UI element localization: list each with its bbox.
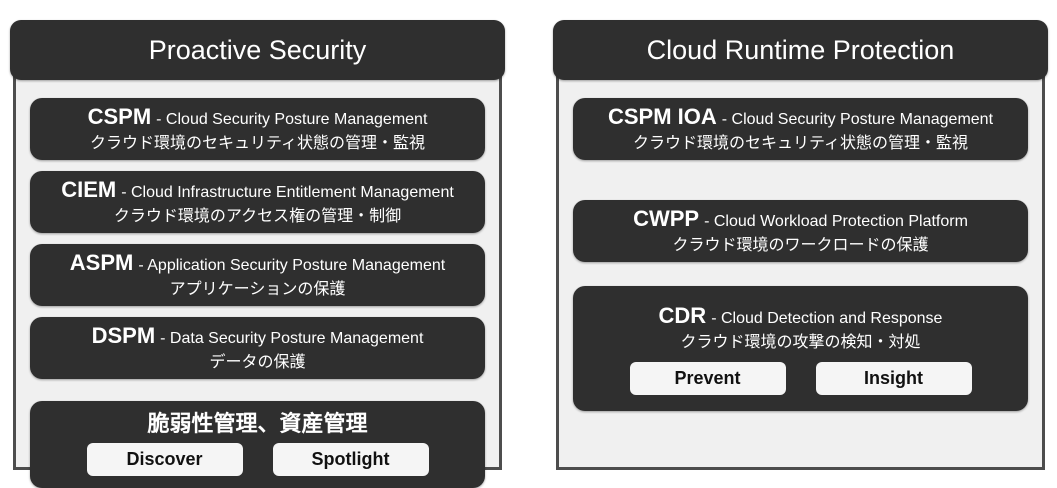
ciem-box: CIEM- Cloud Infrastructure Entitlement M… [30,171,485,233]
box-description: - Application Security Posture Managemen… [138,257,446,274]
box-subtitle-jp: クラウド環境のワークロードの保護 [672,237,929,254]
proactive-security-body: CSPM- Cloud Security Posture Management … [13,70,502,488]
box-description: - Cloud Workload Protection Platform [704,213,968,230]
cdr-box: CDR- Cloud Detection and Response クラウド環境… [573,286,1028,411]
cloud-runtime-protection-header: Cloud Runtime Protection [553,20,1048,80]
box-title-line: CIEM- Cloud Infrastructure Entitlement M… [38,176,477,206]
box-acronym: CWPP [633,206,700,231]
box-subtitle-jp: クラウド環境のセキュリティ状態の管理・監視 [89,135,426,152]
box-acronym: CIEM [61,177,117,202]
cspm-box: CSPM- Cloud Security Posture Management … [30,98,485,160]
box-description: - Cloud Security Posture Management [156,111,428,128]
box-acronym: CSPM [87,104,152,129]
cwpp-box: CWPP- Cloud Workload Protection Platform… [573,200,1028,262]
insight-chip: Insight [815,362,972,395]
box-subtitle-jp: クラウド環境のセキュリティ状態の管理・監視 [632,135,969,152]
panel-title: Proactive Security [148,34,367,65]
box-subtitle-jp: クラウド環境のアクセス権の管理・制御 [113,208,402,225]
box-subtitle-jp: データの保護 [209,354,306,371]
box-acronym: DSPM [91,323,156,348]
box-title-line: CWPP- Cloud Workload Protection Platform [581,205,1020,235]
cloud-runtime-protection-body: CSPM IOA- Cloud Security Posture Managem… [556,70,1045,470]
discover-chip: Discover [86,443,243,476]
spotlight-chip: Spotlight [272,443,429,476]
panel-title: Cloud Runtime Protection [646,34,955,65]
vuln-box-title-jp: 脆弱性管理、資産管理 [147,411,368,436]
proactive-security-panel: Proactive Security CSPM- Cloud Security … [10,20,505,488]
box-acronym: CSPM IOA [607,104,717,129]
box-title-line: CDR- Cloud Detection and Response [581,302,1020,332]
box-subtitle-jp: クラウド環境の攻撃の検知・対処 [680,334,921,351]
cspm-ioa-box: CSPM IOA- Cloud Security Posture Managem… [573,98,1028,160]
box-title-line: DSPM- Data Security Posture Management [38,322,477,352]
product-chip-row: Discover Spotlight [38,443,477,476]
prevent-chip: Prevent [629,362,786,395]
box-title-line: ASPM- Application Security Posture Manag… [38,249,477,279]
vulnerability-asset-management-box: 脆弱性管理、資産管理 Discover Spotlight [30,401,485,488]
box-description: - Data Security Posture Management [160,330,424,347]
box-description: - Cloud Detection and Response [711,310,943,327]
cloud-runtime-protection-panel: Cloud Runtime Protection CSPM IOA- Cloud… [553,20,1048,470]
box-subtitle-jp: アプリケーションの保護 [169,281,346,298]
dspm-box: DSPM- Data Security Posture Management デ… [30,317,485,379]
proactive-security-header: Proactive Security [10,20,505,80]
product-chip-row: Prevent Insight [581,362,1020,395]
box-description: - Cloud Infrastructure Entitlement Manag… [121,184,454,201]
box-title-line: CSPM IOA- Cloud Security Posture Managem… [581,103,1020,133]
box-acronym: CDR [658,303,707,328]
box-title-line: CSPM- Cloud Security Posture Management [38,103,477,133]
aspm-box: ASPM- Application Security Posture Manag… [30,244,485,306]
box-acronym: ASPM [69,250,134,275]
box-description: - Cloud Security Posture Management [721,111,994,128]
